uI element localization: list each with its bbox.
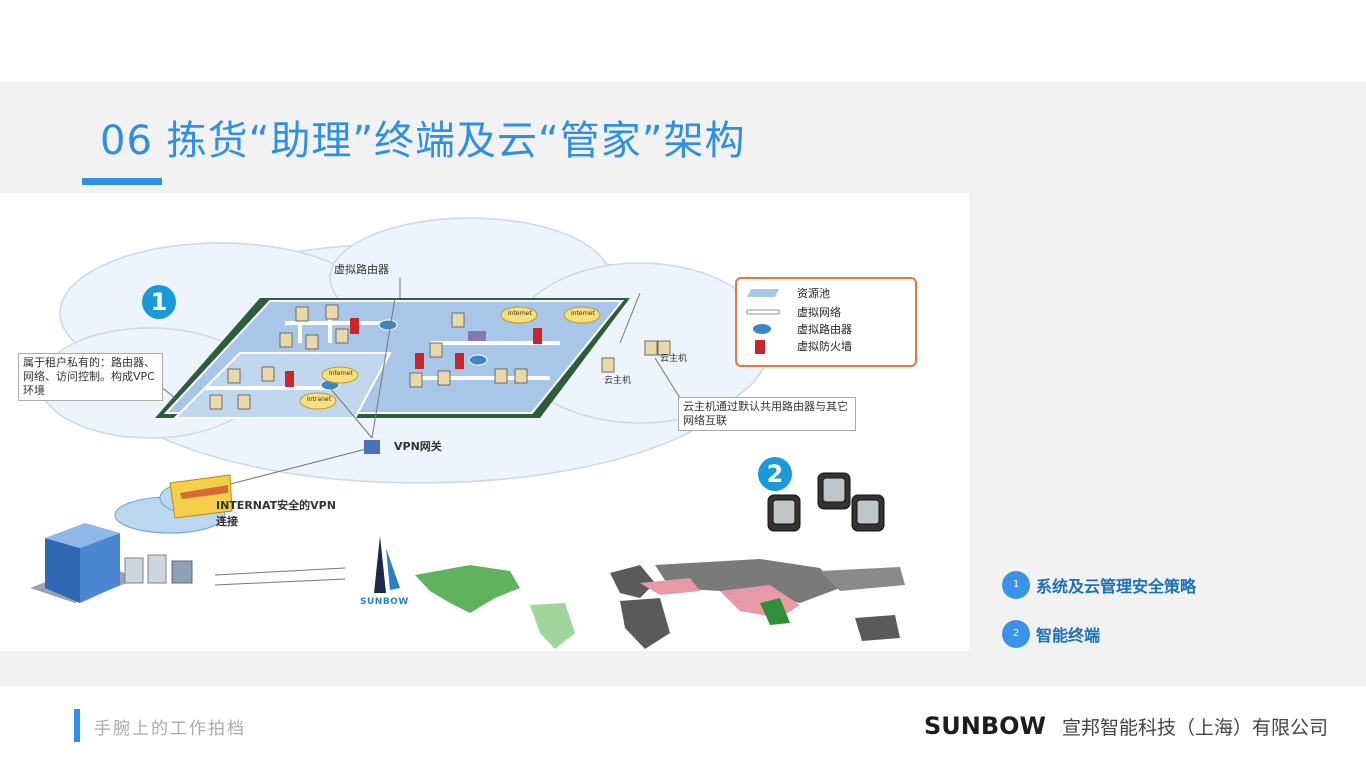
- bullet-text-2: 智能终端: [1036, 626, 1101, 645]
- office-building-icon: [30, 523, 193, 603]
- internet-cloud-icons: [299, 306, 601, 410]
- cloud-host-note: 云主机通过默认共用路由器与其它网络互联: [678, 397, 856, 431]
- slide-title: 06 拣货“助理”终端及云“管家”架构: [100, 118, 746, 164]
- footer-company-name: 宣邦智能科技（上海）有限公司: [1062, 717, 1329, 739]
- virtual-network-icon: [746, 309, 780, 315]
- bullet-number-1: 1: [1002, 571, 1030, 599]
- legend-symbols: [746, 289, 780, 354]
- virtual-firewall-icon: [755, 340, 765, 354]
- diagram-graphics: [30, 217, 905, 649]
- switch-icon: [468, 331, 486, 341]
- virtual-router-icon: [753, 324, 771, 334]
- firewall-icons: [285, 318, 542, 387]
- tenant-note: 属于租户私有的：路由器、网络、访问控制。构成VPC环境: [18, 353, 163, 401]
- cloud-host-label-1: 云主机: [660, 354, 688, 364]
- world-map-icon: [415, 559, 905, 649]
- footer-accent-bar: [74, 709, 80, 742]
- internet-label-1: Internet: [508, 310, 532, 317]
- legend-item-virtual-firewall: 虚拟防火墙: [797, 340, 852, 353]
- bullet-text-1: 系统及云管理安全策略: [1036, 577, 1197, 596]
- vpn-links: [149, 278, 681, 586]
- footer-slogan: 手腕上的工作拍档: [94, 719, 246, 739]
- cloud-host-label-2: 云主机: [604, 376, 632, 386]
- vpn-gateway-label: VPN网关: [394, 440, 442, 453]
- legend: 资源池 虚拟网络 虚拟路由器 虚拟防火墙: [735, 277, 917, 367]
- diagram-badge-2: 2: [758, 457, 792, 491]
- footer-logo: SUNBOW: [924, 712, 1047, 740]
- internet-label-3: Internet: [329, 370, 353, 377]
- bullet-item-1: 1 系统及云管理安全策略: [1002, 571, 1196, 599]
- diagram-badge-1: 1: [142, 285, 176, 319]
- vpn-gateway-icon: [364, 440, 380, 454]
- virtual-router-label: 虚拟路由器: [334, 263, 389, 276]
- smart-watch-icons: [767, 472, 885, 532]
- architecture-diagram: 1 2 虚拟路由器 属于租户私有的：路由器、网络、访问控制。构成VPC环境 VP…: [0, 193, 969, 651]
- legend-item-resource-pool: 资源池: [797, 287, 830, 300]
- legend-item-virtual-network: 虚拟网络: [797, 306, 841, 319]
- internet-label-2: Internet: [571, 310, 595, 317]
- legend-item-virtual-router: 虚拟路由器: [797, 323, 852, 336]
- title-underline: [82, 178, 162, 185]
- intranet-label: Intranet: [307, 396, 331, 403]
- internat-vpn-label: INTERNAT安全的VPN连接: [216, 499, 336, 528]
- vpn-cloud-icon: [114, 474, 233, 534]
- sunbow-logo-icon: [374, 536, 400, 593]
- sunbow-mini-label: SUNBOW: [360, 597, 409, 607]
- bullet-number-2: 2: [1002, 620, 1030, 648]
- bullet-item-2: 2 智能终端: [1002, 620, 1100, 648]
- server-icons: [209, 304, 671, 410]
- resource-pool-icon: [747, 289, 779, 297]
